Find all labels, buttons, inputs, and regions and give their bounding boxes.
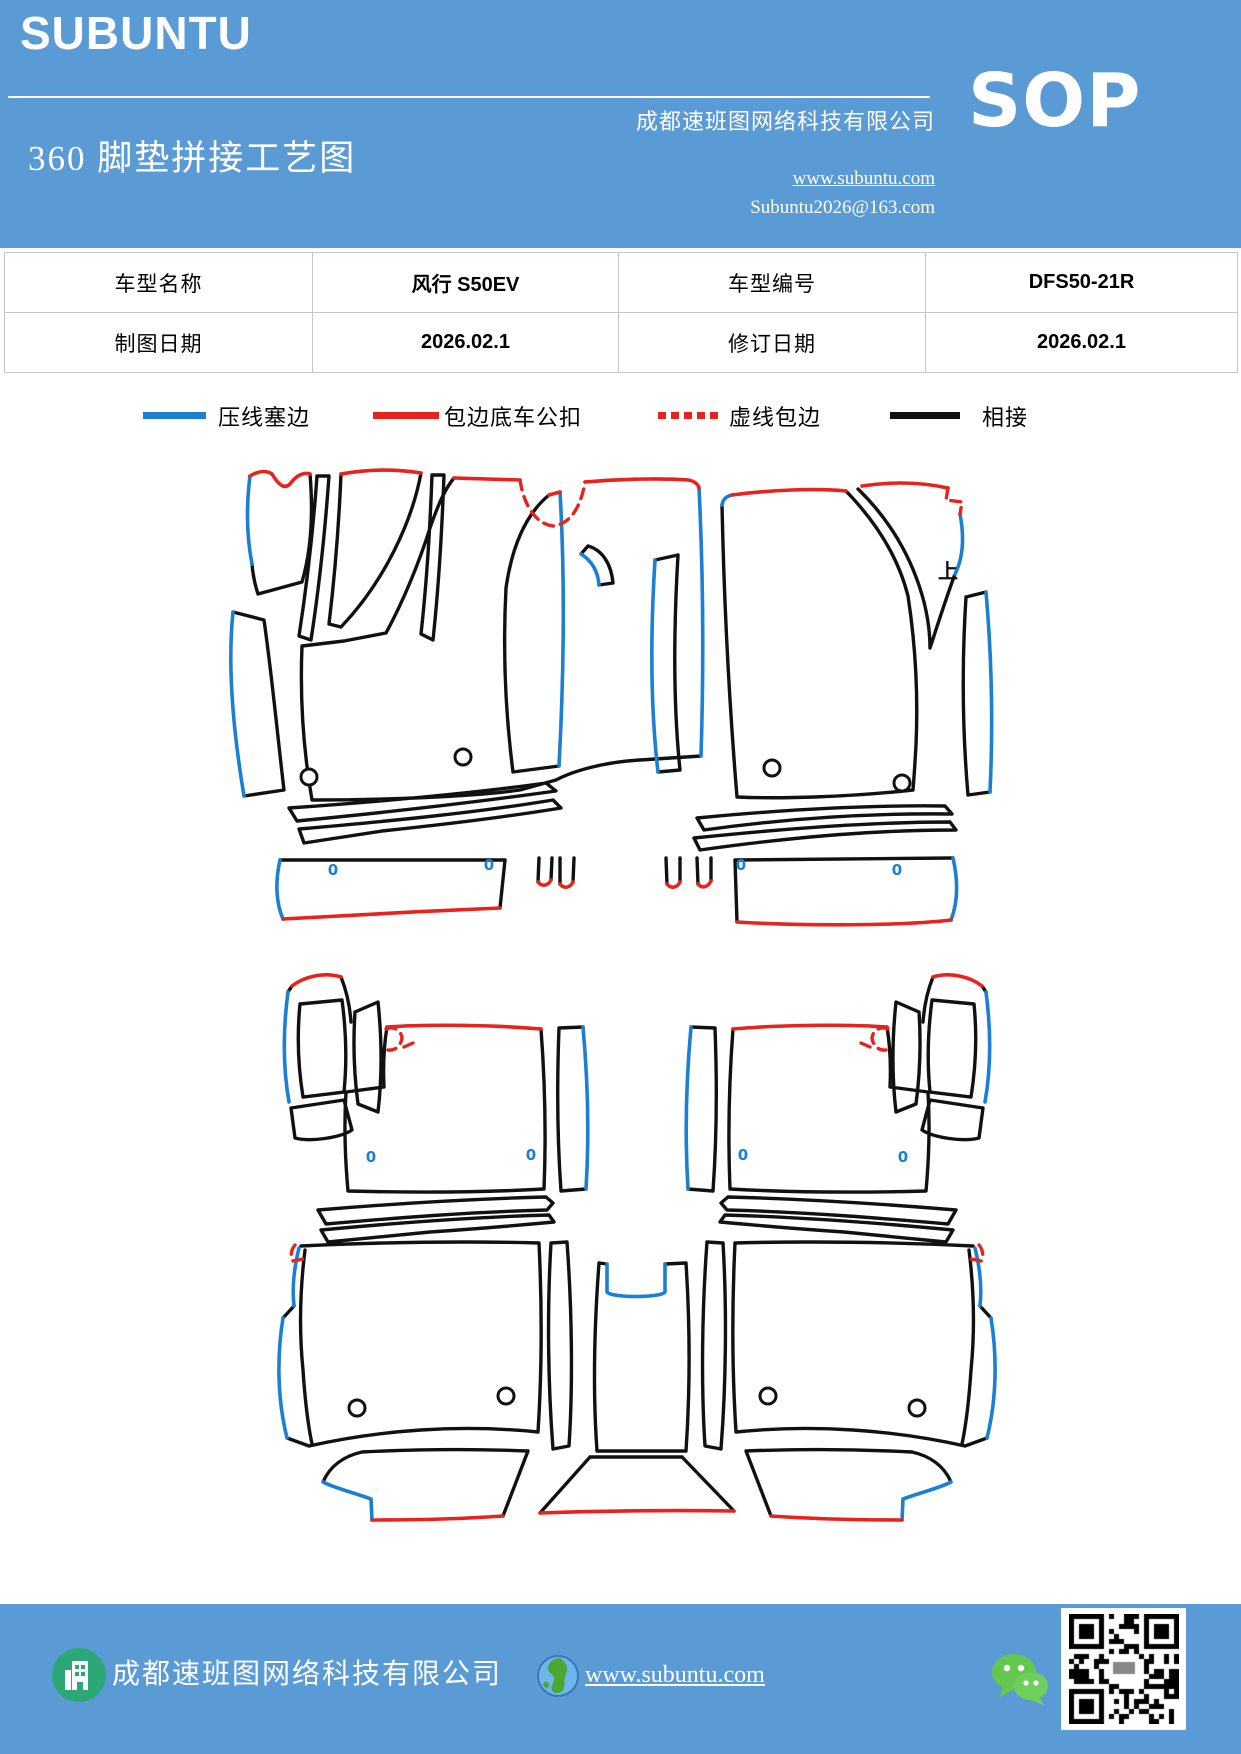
- grommet-mark: 0: [526, 1146, 536, 1164]
- draw-date-label: 制图日期: [4, 312, 313, 373]
- grommet-mark: 0: [738, 1146, 748, 1164]
- legend-swatch-dashed-binding: [658, 412, 720, 419]
- rear-left-mat-group: [277, 973, 590, 1522]
- grommet-mark: 0: [736, 856, 746, 874]
- legend-label-join: 相接: [982, 405, 1029, 430]
- front-right-mat-cluster: 上: [650, 481, 994, 927]
- grommet-mark: 0: [328, 861, 338, 879]
- model-code-label: 车型编号: [618, 252, 926, 313]
- grommet-mark: 0: [898, 1148, 908, 1166]
- qr-code: [1061, 1608, 1186, 1730]
- sop-badge: SOP: [968, 58, 1142, 144]
- page-title: 360 脚垫拼接工艺图: [28, 139, 357, 178]
- header-company-name: 成都速班图网络科技有限公司: [635, 109, 935, 134]
- header-email: Subuntu2026@163.com: [750, 197, 935, 218]
- wechat-icon: [992, 1654, 1048, 1705]
- company-building-icon: [52, 1648, 106, 1702]
- legend-label-binding: 包边底车公扣: [444, 405, 583, 430]
- orientation-label: 上: [938, 559, 958, 583]
- table-row: 制图日期 2026.02.1 修订日期 2026.02.1: [4, 312, 1238, 373]
- grommet-mark: 0: [366, 1148, 376, 1166]
- vehicle-info-table: 车型名称 风行 S50EV 车型编号 DFS50-21R 制图日期 2026.0…: [4, 252, 1238, 373]
- model-name-value: 风行 S50EV: [312, 252, 619, 313]
- table-row: 车型名称 风行 S50EV 车型编号 DFS50-21R: [4, 252, 1238, 313]
- legend-swatch-join: [890, 412, 960, 419]
- header: SUBUNTU 360 脚垫拼接工艺图 成都速班图网络科技有限公司 SOP ww…: [0, 0, 1241, 248]
- header-website-link[interactable]: www.subuntu.com: [792, 168, 935, 189]
- legend-label-dashed-binding: 虚线包边: [729, 405, 822, 430]
- model-name-label: 车型名称: [4, 252, 313, 313]
- front-left-mat-cluster: [229, 468, 705, 921]
- qr-code-canvas: [1068, 1614, 1179, 1724]
- rear-center-mat-pieces: [538, 1261, 736, 1515]
- model-code-value: DFS50-21R: [925, 252, 1238, 313]
- grommet-mark: 0: [892, 861, 902, 879]
- footer-website-link[interactable]: www.subuntu.com: [585, 1662, 765, 1688]
- draw-date-value: 2026.02.1: [312, 312, 619, 373]
- legend-label-press-edge: 压线塞边: [218, 405, 311, 430]
- brand-logo: SUBUNTU: [20, 7, 252, 59]
- revision-date-value: 2026.02.1: [925, 312, 1238, 373]
- legend-swatch-press-edge: [143, 412, 206, 419]
- header-divider: [8, 96, 930, 98]
- revision-date-label: 修订日期: [618, 312, 926, 373]
- legend-swatch-binding: [373, 412, 439, 419]
- footer-company-name: 成都速班图网络科技有限公司: [112, 1659, 503, 1690]
- globe-icon: [537, 1655, 579, 1697]
- rear-right-mat-group: [684, 973, 997, 1522]
- footer: 成都速班图网络科技有限公司 www.subuntu.com: [0, 1604, 1241, 1754]
- grommet-mark: 0: [484, 856, 494, 874]
